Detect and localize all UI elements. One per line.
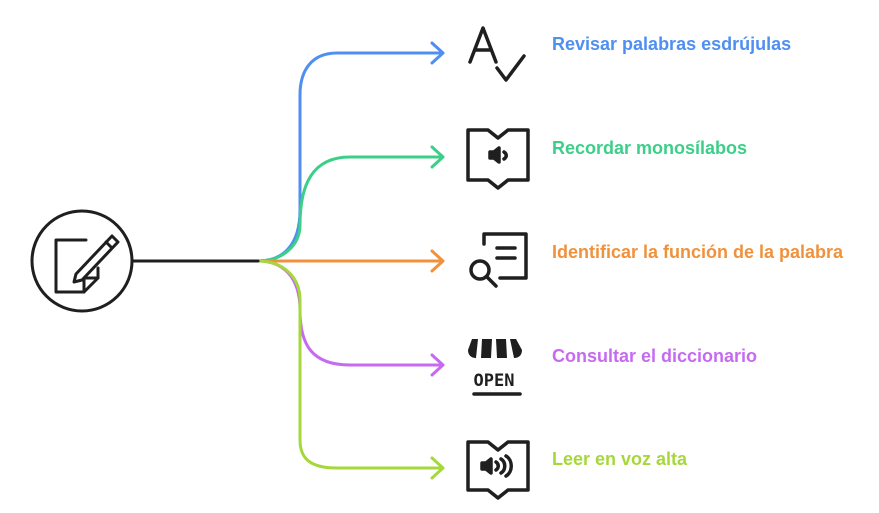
document-search-icon xyxy=(469,232,528,288)
arrowhead-leer xyxy=(430,456,445,480)
open-sign-text: OPEN xyxy=(474,371,515,391)
pen-and-paper-icon xyxy=(54,234,120,294)
spell-check-icon xyxy=(468,26,526,82)
label-identificar-funcion: Identificar la función de la palabra xyxy=(552,242,844,262)
center-node xyxy=(30,209,134,313)
open-shop-sign-icon: OPEN xyxy=(468,339,522,396)
read-aloud-book-icon xyxy=(466,440,530,500)
connector-recordar xyxy=(256,155,444,263)
connector-consultar xyxy=(256,259,444,367)
audio-book-icon xyxy=(466,128,530,190)
label-leer-en-voz-alta: Leer en voz alta xyxy=(552,449,688,469)
arrowhead-revisar xyxy=(430,41,445,65)
arrowhead-identificar xyxy=(430,249,445,273)
label-revisar-palabras-esdrujulas: Revisar palabras esdrújulas xyxy=(552,34,792,54)
label-consultar-diccionario: Consultar el diccionario xyxy=(552,346,758,366)
connectors xyxy=(130,41,445,480)
arrowhead-recordar xyxy=(430,145,445,169)
arrowhead-consultar xyxy=(430,353,445,377)
label-recordar-monosilabos: Recordar monosílabos xyxy=(552,138,748,158)
connector-leer xyxy=(256,259,444,470)
